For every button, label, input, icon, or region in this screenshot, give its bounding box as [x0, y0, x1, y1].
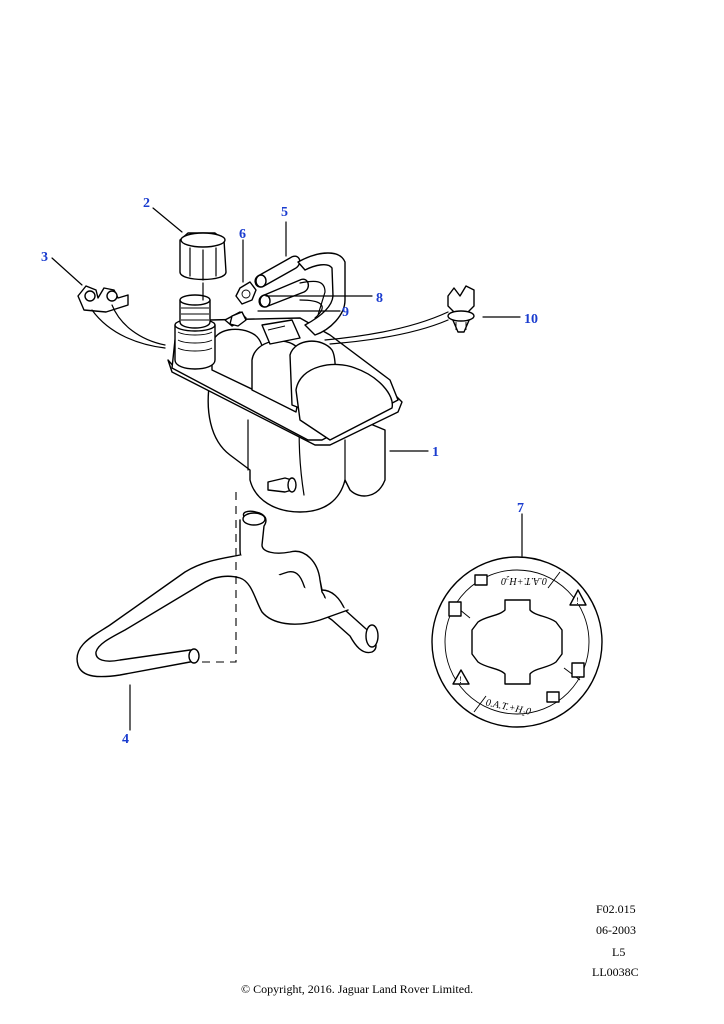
svg-text:!: !: [576, 596, 579, 606]
retaining-clip: [324, 285, 475, 345]
copyright-notice: © Copyright, 2016. Jaguar Land Rover Lim…: [241, 982, 474, 996]
callout-part-4[interactable]: 4: [122, 732, 129, 747]
hose-clip: [77, 285, 166, 349]
callout-part-3[interactable]: 3: [41, 250, 48, 265]
hose-clip-small: [229, 281, 257, 327]
cap-warning-decal: ! ! 0.A.T.+H₂0 0.A.T.+H₂0: [431, 556, 603, 728]
coolant-hose: [76, 510, 379, 678]
svg-text:!: !: [459, 675, 462, 685]
callout-part-7[interactable]: 7: [517, 501, 524, 516]
callout-part-8[interactable]: 8: [376, 291, 383, 306]
callout-part-1[interactable]: 1: [432, 445, 439, 460]
expansion-tank: [167, 294, 403, 513]
figure-code: F02.015: [596, 902, 636, 916]
figure-level: L5: [612, 945, 626, 959]
leader-lines: [51, 207, 523, 731]
filler-cap: [179, 232, 227, 301]
illustration-id: LL0038C: [592, 965, 639, 979]
callout-part-5[interactable]: 5: [281, 205, 288, 220]
figure-date: 06-2003: [596, 923, 636, 937]
part-callouts: 1 2 3 4 5 6 7 8 9 10: [41, 196, 538, 747]
breather-hose: [254, 252, 346, 336]
connection-dashed-line: [198, 492, 237, 663]
callout-part-10[interactable]: 10: [524, 312, 538, 327]
cap-text-top: 0.A.T.+H₂0: [501, 575, 547, 586]
callout-part-6[interactable]: 6: [239, 227, 246, 242]
callout-part-9[interactable]: 9: [342, 305, 349, 320]
callout-part-2[interactable]: 2: [143, 196, 150, 211]
